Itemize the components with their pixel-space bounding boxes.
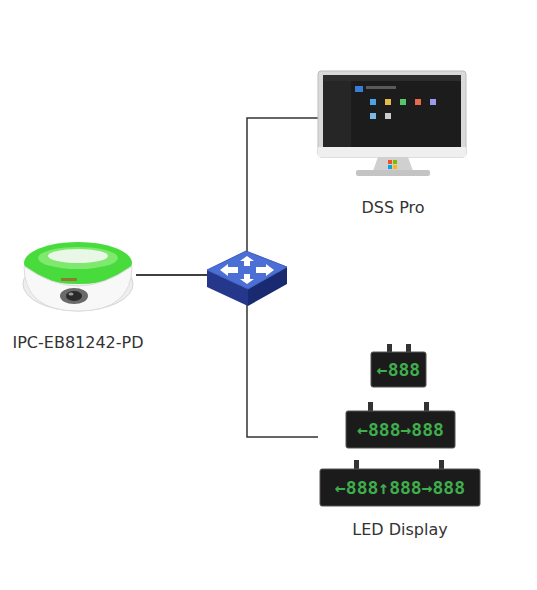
led-panels <box>320 344 480 506</box>
led-digits: ←888↑888→888 <box>335 478 465 498</box>
camera-node: IPC-EB81242-PD <box>20 238 136 313</box>
monitor <box>318 71 466 176</box>
node-label: DSS Pro <box>361 198 424 218</box>
led-digits: ←888 <box>377 360 420 380</box>
network-cable <box>136 118 318 275</box>
network-switch <box>207 251 287 306</box>
led-digits: ←888→888 <box>357 420 444 440</box>
node-label: IPC-EB81242-PD <box>12 333 143 353</box>
network-cable <box>136 275 318 437</box>
node-label: LED Display <box>352 520 447 540</box>
fisheye-camera <box>23 242 133 311</box>
server-node: DSS Pro <box>318 70 468 180</box>
